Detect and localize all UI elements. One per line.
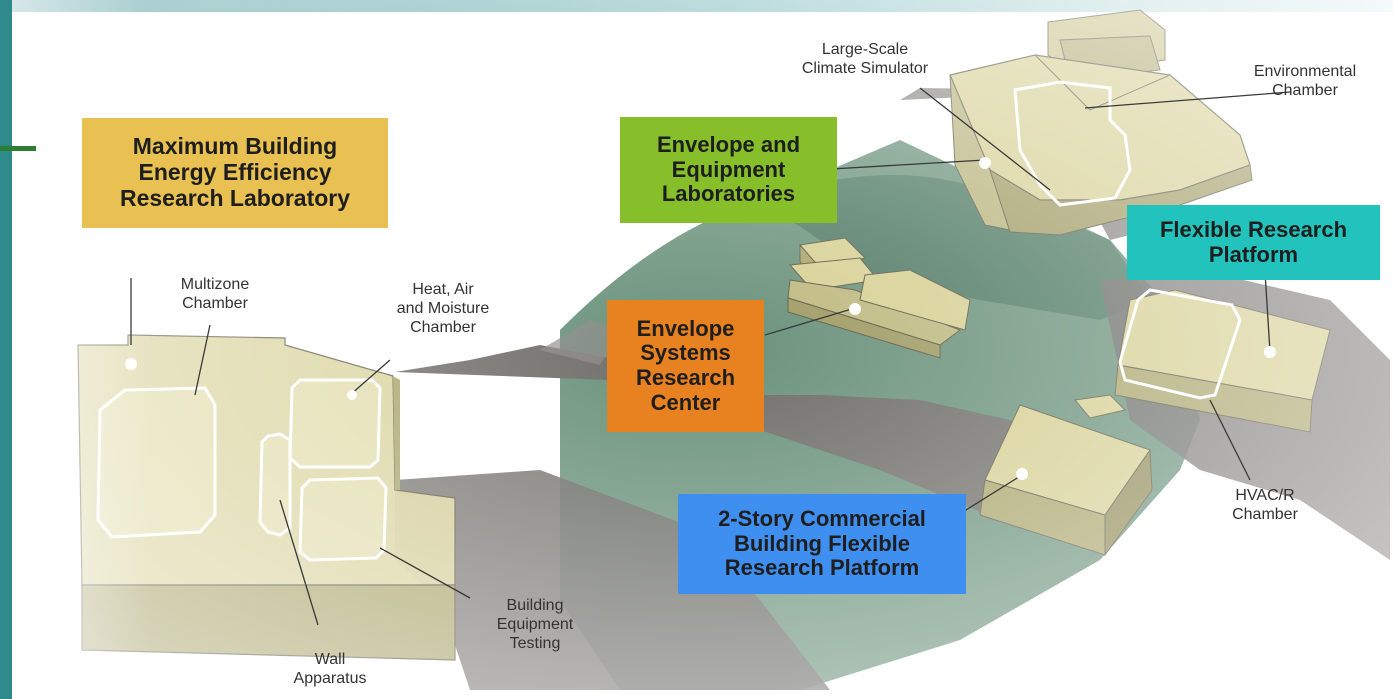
frame-left-bar: [0, 0, 12, 699]
dot-esrc: [849, 303, 861, 315]
frame-accent-mark: [0, 146, 36, 151]
leader-wall: [279, 499, 319, 626]
leader-frp: [1264, 271, 1271, 353]
leader-environmental: [1084, 91, 1291, 109]
fog-left: [0, 0, 150, 699]
leader-dots: [125, 157, 1276, 480]
leader-ham: [349, 359, 391, 396]
commercial-platform-label: 2-Story Commercial Building Flexible Res…: [718, 506, 926, 581]
wall-apparatus-label: Wall Apparatus: [293, 651, 367, 688]
commercial-platform-box: 2-Story Commercial Building Flexible Res…: [678, 494, 966, 594]
envelope-equipment-label: Envelope and Equipment Laboratories: [656, 132, 801, 207]
dot-frp: [1264, 346, 1276, 358]
flexible-platform-label: Flexible Research Platform: [1159, 216, 1348, 267]
dot-multizone: [125, 358, 137, 370]
leader-multizone-chamber: [194, 324, 211, 396]
max-lab-box: Maximum Building Energy Efficiency Resea…: [82, 118, 388, 228]
ham-chamber-label: Heat, Air and Moisture Chamber: [396, 281, 490, 337]
flexible-platform-box: Flexible Research Platform: [1127, 205, 1380, 280]
leader-esrc: [764, 307, 856, 336]
leader-lines: [130, 87, 1291, 626]
dot-env-eq: [979, 157, 991, 169]
dot-commercial: [1016, 468, 1028, 480]
environmental-chamber-label: Environmental Chamber: [1253, 63, 1357, 100]
multizone-chamber-label: Multizone Chamber: [180, 276, 250, 313]
building-equipment-testing-label: Building Equipment Testing: [496, 597, 574, 653]
envelope-systems-box: Envelope Systems Research Center: [607, 300, 764, 432]
leader-equipment: [379, 547, 471, 599]
climate-simulator-label: Large-Scale Climate Simulator: [801, 41, 929, 78]
hvacr-chamber-label: HVAC/R Chamber: [1232, 487, 1298, 524]
dot-ham: [347, 390, 357, 400]
max-lab-label: Maximum Building Energy Efficiency Resea…: [119, 133, 351, 211]
envelope-equipment-box: Envelope and Equipment Laboratories: [620, 117, 837, 223]
leader-hvacr: [1209, 399, 1251, 481]
leader-climate: [919, 87, 1051, 191]
envelope-systems-label: Envelope Systems Research Center: [635, 315, 736, 415]
leader-env-eq: [814, 159, 986, 171]
